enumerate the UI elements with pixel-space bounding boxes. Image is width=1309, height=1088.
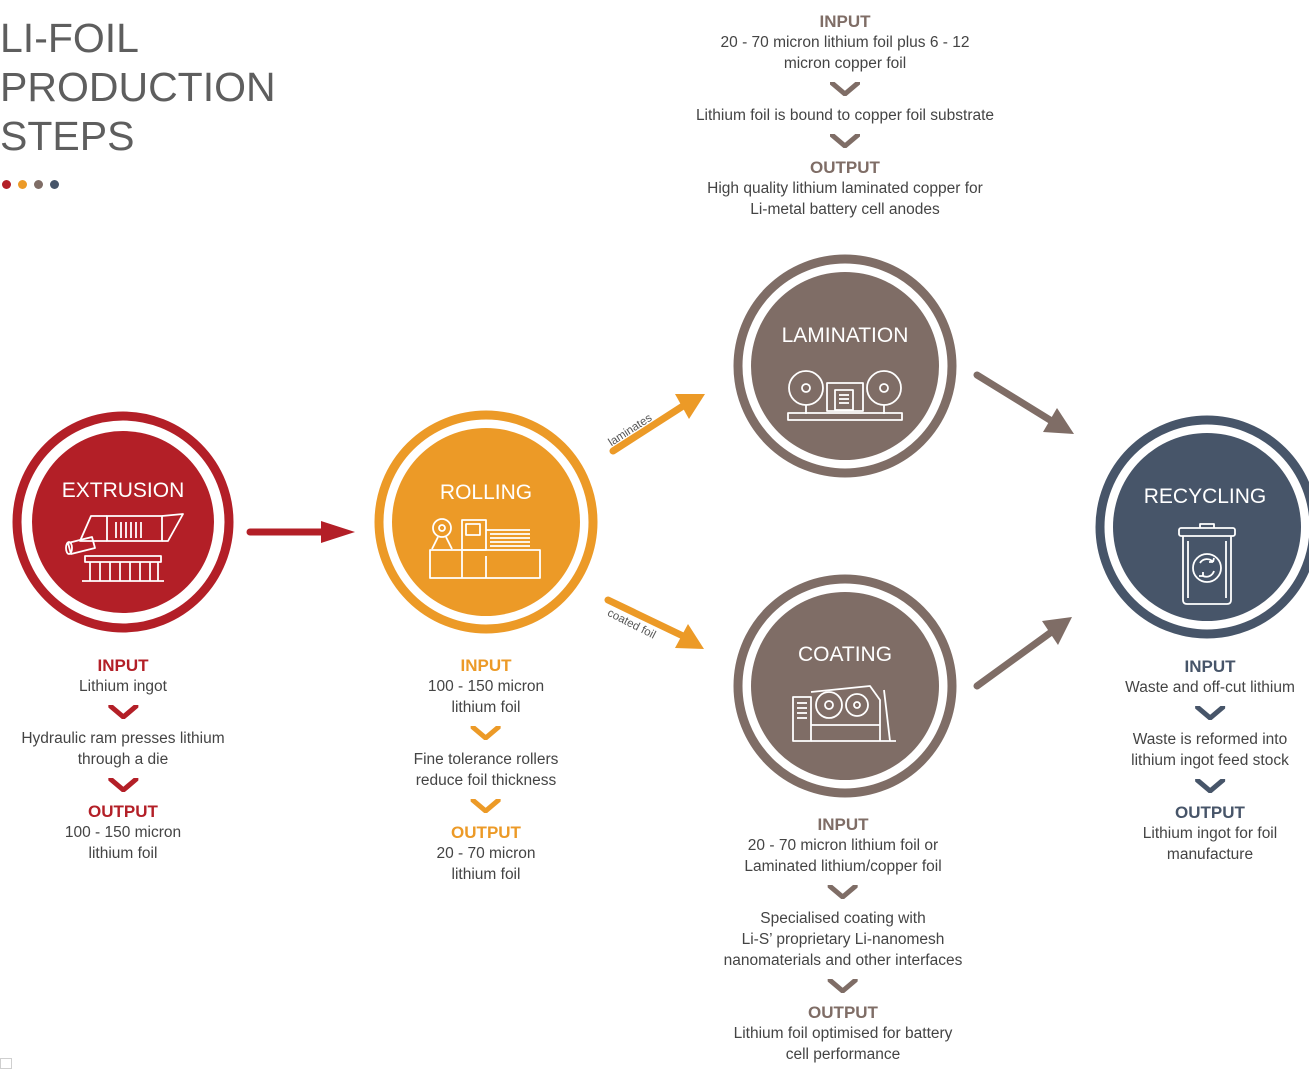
laminator-icon: [787, 370, 903, 421]
coating-output-line: Lithium foil optimised for battery: [733, 1025, 953, 1042]
lamination-output-line: High quality lithium laminated copper fo…: [707, 180, 983, 197]
lamination-ring: [733, 254, 957, 478]
recycling-output-line: manufacture: [1166, 846, 1254, 863]
rolling-output-heading: OUTPUT: [451, 823, 521, 842]
lamination-input-line: micron copper foil: [783, 55, 907, 72]
chevron-down-icon: [830, 82, 860, 96]
chevron-down-icon: [108, 705, 138, 719]
coating-input-line: 20 - 70 micron lithium foil or: [747, 837, 939, 854]
rolling-steps: INPUT 100 - 150 micron lithium foil Fine…: [414, 655, 559, 885]
title-line-1: LI-FOIL: [0, 15, 139, 61]
chevron-down-icon: [828, 979, 858, 993]
recycling-process-line: lithium ingot feed stock: [1131, 752, 1289, 769]
lamination-steps: INPUT 20 - 70 micron lithium foil plus 6…: [696, 11, 994, 220]
rolling-ring: [374, 410, 598, 634]
extrusion-steps: INPUT Lithium ingot Hydraulic ram presse…: [21, 655, 224, 864]
rolling-mill-icon: [429, 518, 541, 579]
extrusion-output-line: lithium foil: [88, 845, 158, 862]
arrow-extrusion-to-rolling: [246, 521, 355, 543]
rolling-output-line: 20 - 70 micron: [436, 845, 536, 862]
coating-input-line: Laminated lithium/copper foil: [744, 858, 942, 875]
rolling-process-line: reduce foil thickness: [415, 772, 557, 789]
rolling-input-line: 100 - 150 micron: [427, 678, 545, 695]
page-title: LI-FOIL PRODUCTION STEPS: [0, 14, 276, 162]
red-dot: [2, 180, 11, 189]
extrusion-input-line: Lithium ingot: [79, 678, 167, 695]
chevron-down-icon: [828, 885, 858, 899]
chevron-down-icon: [1195, 706, 1225, 720]
lamination-disc: [751, 272, 939, 460]
recycling-output-line: Lithium ingot for foil: [1142, 825, 1278, 842]
extrusion-process-line: through a die: [77, 751, 169, 768]
extrusion-output-line: 100 - 150 micron: [64, 824, 182, 841]
extrusion-process-line: Hydraulic ram presses lithium: [21, 730, 225, 747]
extrusion-ring: [12, 411, 234, 633]
lamination-input-line: 20 - 70 micron lithium foil plus 6 - 12: [720, 34, 970, 51]
arrow-rolling-to-coating: [604, 596, 704, 649]
lamination-output-line: Li-metal battery cell anodes: [750, 201, 940, 218]
coating-process-line: Specialised coating with: [760, 910, 926, 927]
recycle-bin-icon: [1178, 523, 1236, 605]
recycling-node: [1095, 415, 1309, 639]
lamination-output-heading: OUTPUT: [810, 158, 880, 177]
recycling-input-heading: INPUT: [1184, 657, 1236, 676]
arrow-coating-to-recycling: [973, 617, 1072, 690]
coating-process-line: Li-S’ proprietary Li-nanomesh: [741, 931, 945, 948]
arrow-rolling-to-lamination: [609, 394, 705, 455]
lamination-input-heading: INPUT: [819, 12, 871, 31]
coating-ring: [733, 574, 957, 798]
chevron-down-icon: [1195, 779, 1225, 793]
recycling-ring: [1095, 415, 1309, 639]
recycling-process-line: Waste is reformed into: [1132, 731, 1288, 748]
arrow-lamination-to-recycling: [973, 371, 1074, 434]
slate-dot: [50, 180, 59, 189]
orange-dot: [18, 180, 27, 189]
coating-node: [733, 574, 957, 798]
coating-disc: [751, 592, 939, 780]
extrusion-output-heading: OUTPUT: [88, 802, 158, 821]
coating-output-line: cell performance: [785, 1046, 901, 1063]
extrusion-node: [12, 411, 234, 633]
lamination-process-line: Lithium foil is bound to copper foil sub…: [695, 107, 995, 124]
coating-output-heading: OUTPUT: [808, 1003, 878, 1022]
chevron-down-icon: [471, 726, 501, 740]
chevron-down-icon: [830, 134, 860, 148]
recycling-disc: [1113, 433, 1301, 621]
lamination-node: [733, 254, 957, 478]
coating-process-line: nanomaterials and other interfaces: [723, 952, 963, 969]
decorative-dots: [2, 180, 59, 189]
rolling-process-line: Fine tolerance rollers: [413, 751, 559, 768]
title-line-3: STEPS: [0, 113, 135, 160]
extrusion-label: EXTRUSION: [61, 479, 185, 502]
coating-steps: INPUT 20 - 70 micron lithium foil or Lam…: [724, 814, 963, 1065]
chevron-down-icon: [108, 778, 138, 792]
extruder-machine-icon: [65, 513, 184, 582]
title-line-2: PRODUCTION: [0, 64, 276, 111]
extrusion-disc: [32, 431, 214, 613]
coating-label: COATING: [797, 643, 893, 666]
taupe-dot: [34, 180, 43, 189]
chevron-down-icon: [471, 799, 501, 813]
rolling-output-line: lithium foil: [451, 866, 521, 883]
recycling-output-heading: OUTPUT: [1175, 803, 1245, 822]
recycling-label: RECYCLING: [1143, 485, 1267, 508]
rolling-input-heading: INPUT: [460, 656, 512, 675]
coating-input-heading: INPUT: [817, 815, 869, 834]
corner-frame-mark: [0, 1058, 12, 1069]
lamination-label: LAMINATION: [781, 324, 909, 347]
recycling-input-line: Waste and off-cut lithium: [1125, 679, 1295, 696]
rolling-label: ROLLING: [439, 481, 533, 504]
rolling-input-line: lithium foil: [451, 699, 521, 716]
coating-machine-icon: [792, 685, 896, 742]
extrusion-input-heading: INPUT: [97, 656, 149, 675]
recycling-steps: INPUT Waste and off-cut lithium Waste is…: [1125, 656, 1295, 865]
